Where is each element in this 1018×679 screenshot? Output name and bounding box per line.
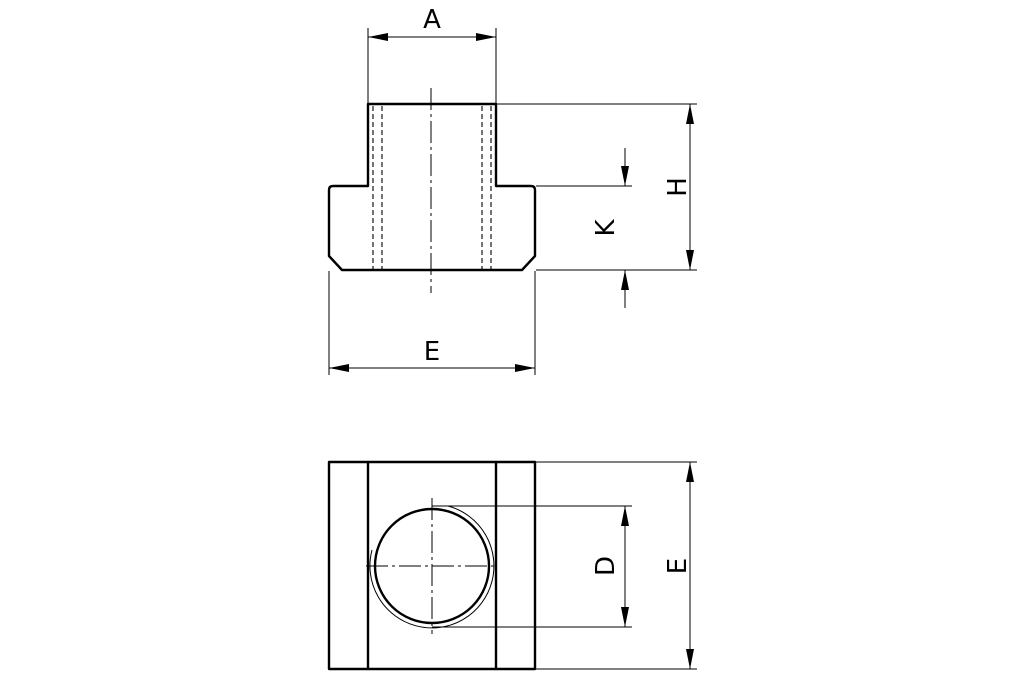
- dimension-a-label: A: [423, 5, 441, 35]
- dimension-k-label: K: [591, 219, 621, 237]
- dimension-d: D: [432, 505, 632, 628]
- dimension-e-bottom: E: [536, 461, 697, 670]
- thread-arc: [369, 505, 495, 629]
- front-view: [327, 88, 537, 293]
- dimension-e-bottom-label: E: [663, 558, 693, 574]
- dimension-e-top: E: [328, 271, 536, 375]
- dimension-e-top-label: E: [424, 337, 440, 367]
- dimension-k: K: [536, 148, 632, 308]
- dimension-d-label: D: [591, 556, 621, 576]
- dimension-h-label: H: [663, 177, 693, 197]
- front-view-outline: [327, 102, 537, 272]
- plan-view: [327, 460, 537, 671]
- plan-view-outline: [327, 460, 537, 671]
- dimension-a: A: [367, 5, 497, 103]
- dimension-h: H: [497, 103, 697, 271]
